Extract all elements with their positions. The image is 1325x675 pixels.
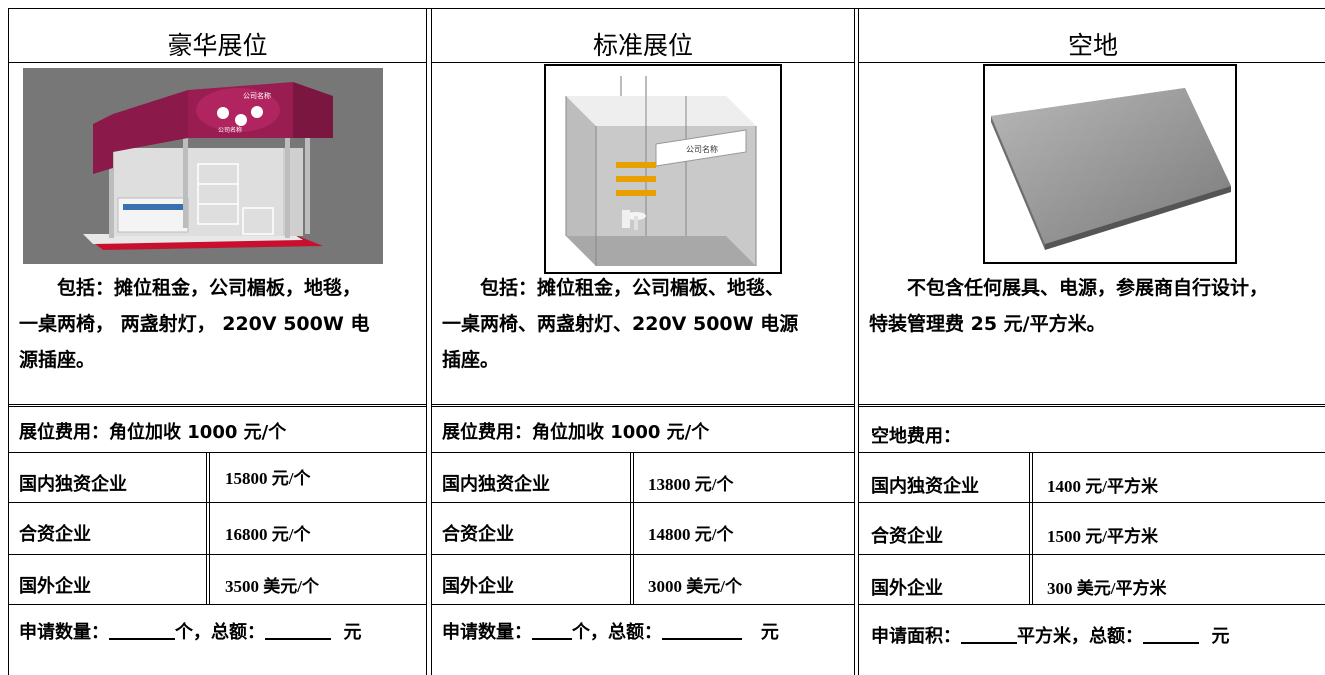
apply-suffix: 元 (343, 622, 362, 643)
fee-label: 展位费用：角位加收 1000 元/个 (19, 422, 287, 443)
luxury-booth-image: 公司名称 公司名称 (23, 68, 383, 264)
divider (432, 404, 854, 405)
total-blank[interactable] (265, 622, 331, 640)
divider (432, 604, 854, 605)
column-open-space: 空地 不包含任何展具、电源，参展商自行设计， 特装管理费 25 元/平方米。 空… (858, 8, 1325, 675)
divider (432, 554, 854, 555)
description-line: 特装管理费 25 元/平方米。 (869, 313, 1106, 335)
standard-sign-text: 公司名称 (686, 144, 718, 154)
category-domestic: 国内独资企业 (871, 476, 979, 497)
divider (432, 452, 854, 453)
column-luxury-booth: 豪华展位 (8, 8, 427, 675)
column-standard-booth: 标准展位 公司名称 (431, 8, 855, 675)
divider (633, 452, 634, 604)
description-line: 包括：摊位租金，公司楣板，地毯， (57, 277, 362, 299)
price-domestic: 15800 元/个 (225, 469, 311, 488)
description-line: 不包含任何展具、电源，参展商自行设计， (907, 277, 1269, 299)
apply-prefix: 申请数量： (442, 622, 532, 643)
divider (859, 406, 1325, 407)
booth-sign-text: 公司名称 (243, 91, 271, 100)
apply-quantity: 申请数量： 个，总额： 元 (442, 618, 779, 644)
price-foreign: 300 美元/平方米 (1047, 579, 1167, 598)
divider (859, 62, 1325, 63)
description-line: 源插座。 (19, 349, 96, 371)
column-header: 空地 (1067, 31, 1118, 60)
apply-mid: 个，总额： (572, 622, 662, 643)
booth-description: 不包含任何展具、电源，参展商自行设计， 特装管理费 25 元/平方米。 (869, 270, 1325, 342)
divider (432, 406, 854, 407)
table-top-border (8, 8, 1325, 9)
category-joint-venture: 合资企业 (442, 524, 514, 545)
open-space-image (983, 64, 1237, 264)
open-space-illustration (991, 88, 1231, 250)
total-blank[interactable] (1143, 626, 1199, 644)
booth-description: 包括：摊位租金，公司楣板，地毯， 一桌两椅， 两盏射灯， 220V 500W 电… (19, 270, 429, 378)
fee-label: 展位费用：角位加收 1000 元/个 (442, 422, 710, 443)
quantity-blank[interactable] (532, 622, 572, 640)
divider (9, 406, 426, 407)
divider (9, 62, 426, 63)
area-blank[interactable] (961, 626, 1017, 644)
divider (630, 452, 631, 604)
divider (206, 452, 207, 604)
apply-mid: 平方米，总额： (1017, 626, 1143, 647)
price-foreign: 3000 美元/个 (648, 577, 742, 596)
apply-suffix: 元 (760, 622, 779, 643)
divider (432, 502, 854, 503)
divider (1032, 452, 1033, 604)
price-joint-venture: 1500 元/平方米 (1047, 527, 1158, 546)
standard-booth-image: 公司名称 (544, 64, 782, 274)
divider (1029, 452, 1030, 604)
divider (9, 404, 426, 405)
fee-label: 空地费用： (871, 426, 961, 447)
price-foreign: 3500 美元/个 (225, 577, 319, 596)
description-line: 包括：摊位租金，公司楣板、地毯、 (480, 277, 785, 299)
divider (9, 452, 426, 453)
price-joint-venture: 14800 元/个 (648, 525, 734, 544)
luxury-booth-illustration: 公司名称 公司名称 (23, 68, 383, 264)
category-foreign: 国外企业 (871, 578, 943, 599)
category-joint-venture: 合资企业 (871, 526, 943, 547)
category-foreign: 国外企业 (19, 576, 91, 597)
apply-area: 申请面积： 平方米，总额： 元 (871, 622, 1230, 648)
apply-suffix: 元 (1211, 626, 1230, 647)
price-joint-venture: 16800 元/个 (225, 525, 311, 544)
divider (9, 502, 426, 503)
category-domestic: 国内独资企业 (442, 474, 550, 495)
divider (859, 604, 1325, 605)
total-blank[interactable] (662, 622, 742, 640)
standard-booth-illustration: 公司名称 (565, 76, 757, 266)
price-domestic: 1400 元/平方米 (1047, 477, 1158, 496)
category-domestic: 国内独资企业 (19, 474, 127, 495)
divider (859, 554, 1325, 555)
divider (209, 452, 210, 604)
category-joint-venture: 合资企业 (19, 524, 91, 545)
category-foreign: 国外企业 (442, 576, 514, 597)
divider (859, 404, 1325, 405)
divider (859, 502, 1325, 503)
apply-quantity: 申请数量： 个，总额： 元 (19, 618, 362, 644)
apply-prefix: 申请数量： (19, 622, 109, 643)
description-line: 插座。 (442, 349, 500, 371)
description-line: 一桌两椅、两盏射灯、220V 500W 电源 (442, 313, 799, 335)
booth-description: 包括：摊位租金，公司楣板、地毯、 一桌两椅、两盏射灯、220V 500W 电源 … (442, 270, 856, 378)
divider (9, 604, 426, 605)
divider (9, 554, 426, 555)
column-header: 标准展位 (592, 31, 693, 60)
apply-prefix: 申请面积： (871, 626, 961, 647)
apply-mid: 个，总额： (175, 622, 265, 643)
column-header: 豪华展位 (167, 31, 268, 60)
divider (432, 62, 854, 63)
divider (859, 452, 1325, 453)
booth-sign-text-small: 公司名称 (218, 126, 242, 134)
description-line: 一桌两椅， 两盏射灯， 220V 500W 电 (19, 313, 370, 335)
price-domestic: 13800 元/个 (648, 475, 734, 494)
quantity-blank[interactable] (109, 622, 175, 640)
